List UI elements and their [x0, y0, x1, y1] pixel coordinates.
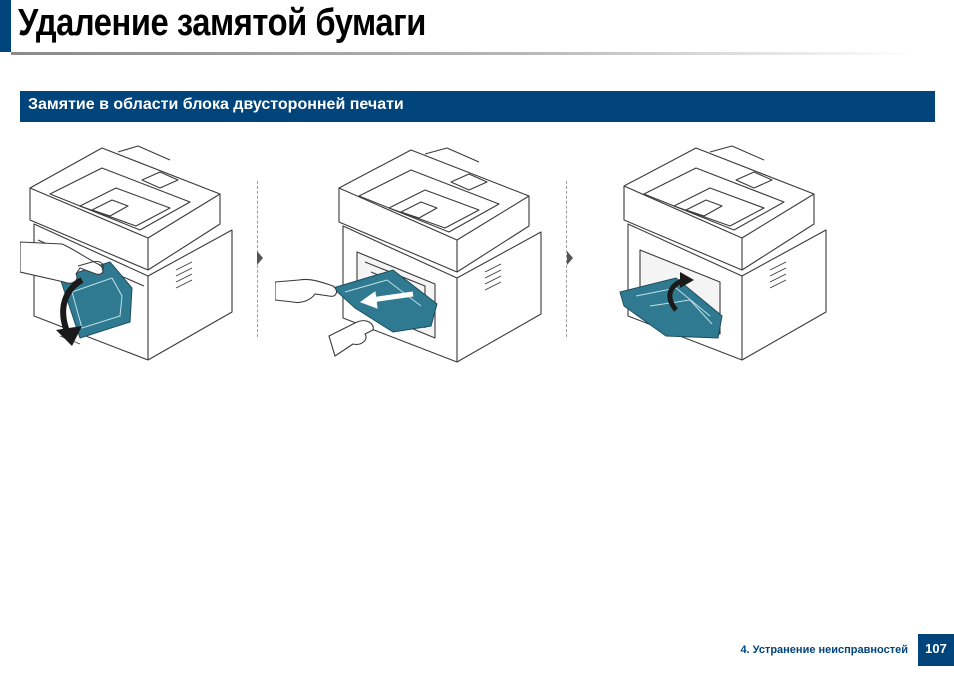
open-rear-cover-icon [20, 145, 233, 361]
page-number-badge: 107 [918, 634, 954, 666]
step-divider [566, 181, 567, 337]
title-accent-bar [0, 0, 11, 52]
step-3-illustration [610, 140, 838, 370]
footer-chapter: 4. Устранение неисправностей [740, 644, 908, 656]
close-rear-cover-icon [619, 145, 827, 361]
remove-jammed-paper-icon [275, 147, 542, 363]
title-divider [11, 52, 916, 55]
step-arrow-icon [257, 251, 263, 265]
page-title: Удаление замятой бумаги [18, 2, 426, 44]
step-1-illustration [20, 140, 248, 370]
step-2-illustration [275, 140, 545, 372]
step-arrow-icon [567, 251, 573, 265]
section-header: Замятие в области блока двусторонней печ… [20, 91, 935, 122]
section-title: Замятие в области блока двусторонней печ… [28, 96, 404, 113]
